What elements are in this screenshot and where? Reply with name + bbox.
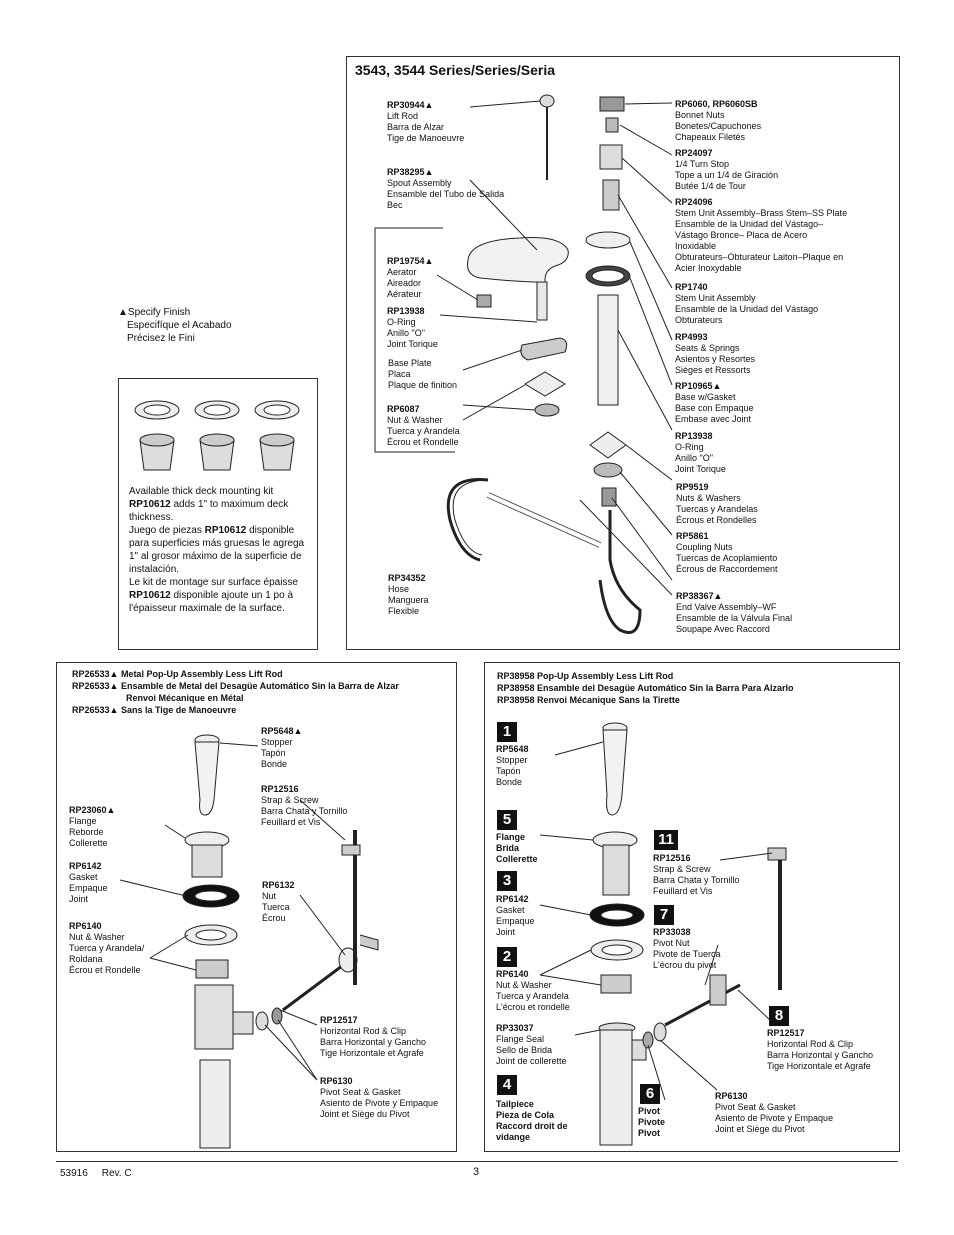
page-number: 3 <box>473 1166 480 1178</box>
specify-finish-note: ▲Specify Finish Especifíque el Acabado P… <box>118 307 232 344</box>
popup-panel <box>484 662 900 1152</box>
callout-number: 6 <box>640 1084 660 1104</box>
callout-number: 11 <box>654 830 678 850</box>
mounting-kit-box <box>118 378 318 650</box>
callout-number: 3 <box>497 871 517 891</box>
panel-header: RP38958 Pop-Up Assembly Less Lift Rod RP… <box>497 671 794 705</box>
callout-number: 7 <box>654 905 674 925</box>
callout-number: 1 <box>497 722 517 742</box>
metal-popup-panel <box>56 662 457 1152</box>
callout-number: 2 <box>497 947 517 967</box>
callout-number: 4 <box>497 1075 517 1095</box>
callout-number: 8 <box>769 1006 789 1026</box>
panel-title: 3543, 3544 Series/Series/Seria <box>355 62 556 78</box>
callout-number: 5 <box>497 810 517 830</box>
footer-rule <box>56 1161 898 1162</box>
panel-header: RP26533▲ Metal Pop-Up Assembly Less Lift… <box>72 669 399 715</box>
doc-number: 53916 Rev. C <box>60 1168 132 1179</box>
faucet-panel <box>346 56 900 650</box>
